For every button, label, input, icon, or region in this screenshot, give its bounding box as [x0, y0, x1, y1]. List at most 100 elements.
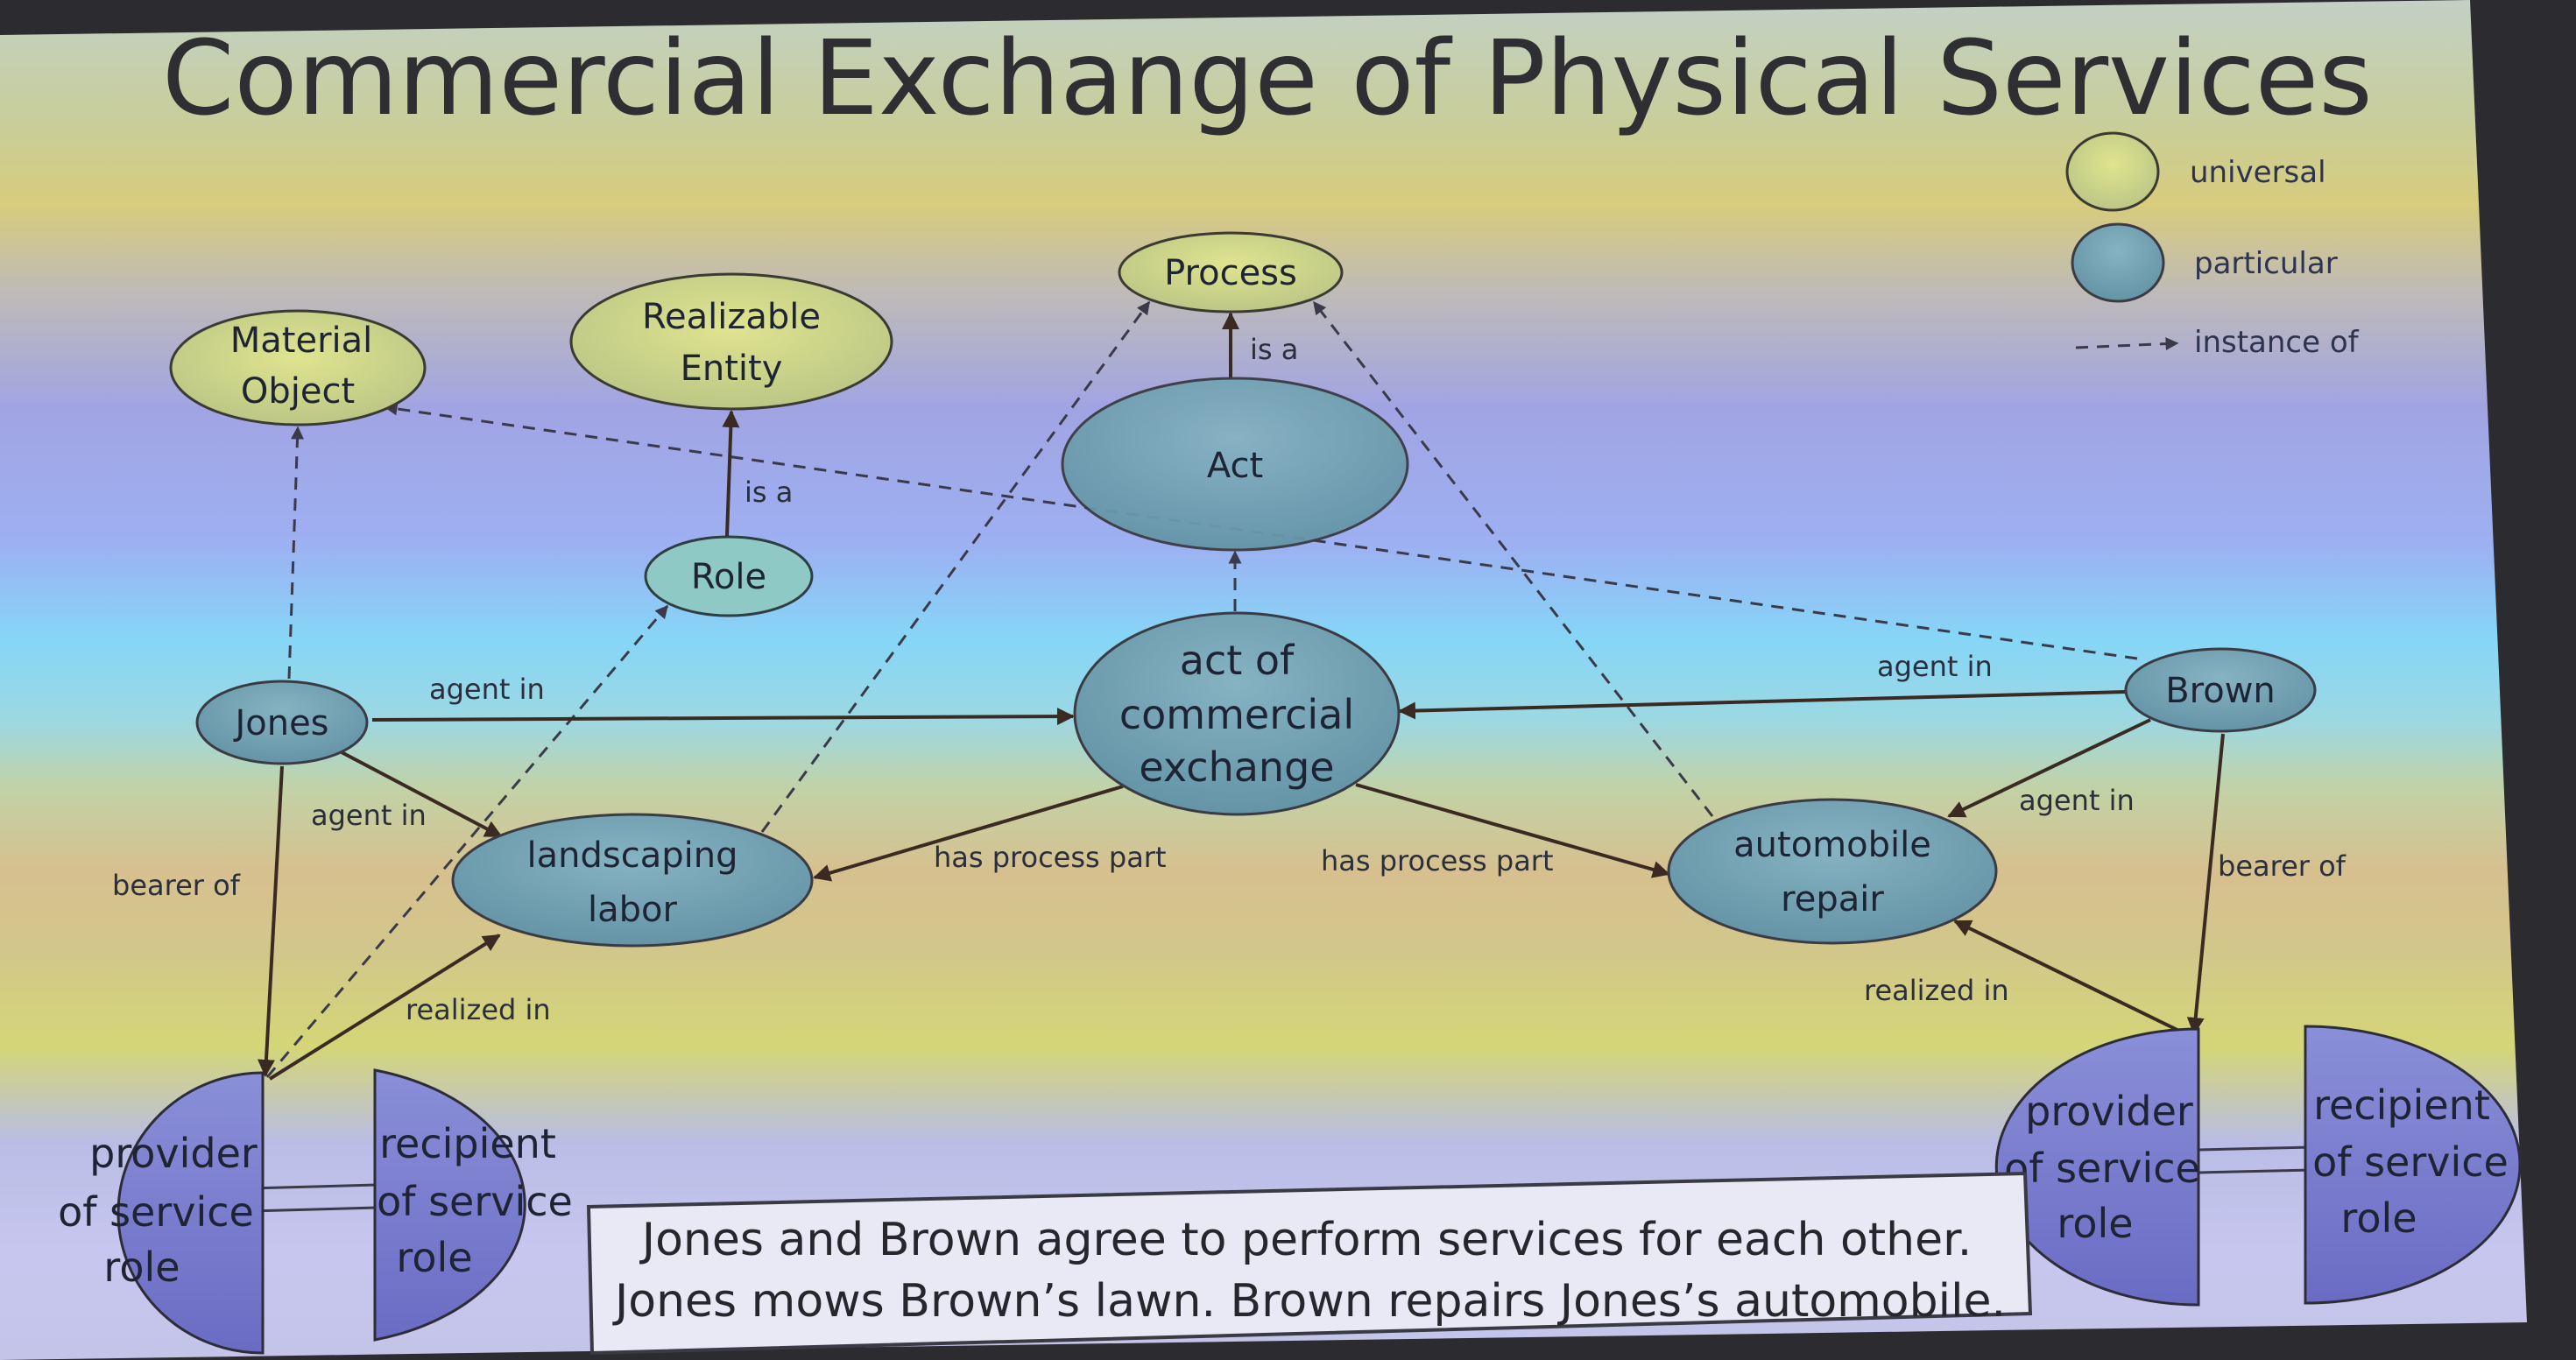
left-role-link-bottom — [249, 1206, 378, 1213]
label-jones-bearer-of: bearer of — [112, 869, 241, 902]
label-brown-bearer-of: bearer of — [2218, 849, 2347, 883]
right-role-pair: provider of service role recipient of se… — [1994, 1025, 2522, 1307]
node-material-object-shape — [169, 309, 427, 426]
node-brown-label: Brown — [2165, 671, 2276, 711]
label-exchange-part-repair: has process part — [1321, 844, 1554, 877]
node-right-recipient-role-label-1: recipient — [2313, 1082, 2490, 1129]
node-left-recipient-role-shape — [373, 1068, 526, 1342]
caption-box-frame — [586, 1171, 2033, 1356]
node-right-provider-role-shape — [1994, 1027, 2200, 1307]
legend: universal particular instance of — [2065, 131, 2360, 360]
node-act-shape — [1061, 377, 1409, 552]
node-role: Role — [644, 535, 814, 617]
node-automobile-repair-label-1: automobile — [1733, 825, 1931, 865]
node-process-shape — [1118, 231, 1344, 314]
node-left-provider-role-shape — [116, 1071, 265, 1355]
node-act-label: Act — [1207, 446, 1263, 486]
node-landscaping-labor-label-1: landscaping — [527, 835, 738, 876]
node-automobile-repair-label-2: repair — [1781, 879, 1884, 920]
edge-repair-instance-of-process — [1312, 300, 1714, 817]
legend-instance-of-line — [2075, 337, 2179, 351]
node-material-object: Material Object — [169, 309, 427, 426]
relation-edges — [257, 312, 2225, 1081]
edge-role-instance-of-role — [265, 604, 669, 1078]
left-role-link-top — [249, 1183, 378, 1190]
node-right-recipient-role-shape — [2304, 1025, 2522, 1305]
node-landscaping-labor: landscaping labor — [451, 813, 814, 948]
node-automobile-repair-shape — [1667, 798, 1998, 945]
node-jones-shape — [195, 680, 369, 765]
node-exchange-label-1: act of — [1180, 637, 1295, 684]
node-left-recipient-role-label-1: recipient — [379, 1120, 556, 1167]
label-brown-agent-in-repair: agent in — [2019, 784, 2135, 817]
label-jones-agent-in-exchange: agent in — [429, 673, 545, 706]
label-right-realized-in: realized in — [1864, 974, 2009, 1007]
node-landscaping-labor-shape — [451, 813, 814, 948]
node-role-label: Role — [691, 557, 766, 597]
node-jones-label: Jones — [232, 703, 328, 743]
node-right-recipient-role-label-3: role — [2340, 1194, 2417, 1242]
edge-jones-agent-in-labor — [339, 750, 503, 838]
node-jones: Jones — [195, 680, 369, 765]
edge-role-is-a-realizable-entity — [722, 410, 740, 537]
edge-brown-agent-in-repair — [1947, 718, 2151, 818]
label-left-realized-in: realized in — [406, 993, 551, 1026]
legend-particular-swatch — [2071, 222, 2165, 303]
node-act: Act — [1061, 377, 1409, 552]
node-right-provider-role-label-2: of service — [2004, 1145, 2200, 1192]
right-role-link-top — [2198, 1145, 2313, 1152]
node-realizable-entity-label-2: Entity — [681, 349, 783, 389]
label-is-a-role: is a — [745, 476, 793, 509]
node-process: Process — [1118, 231, 1344, 314]
caption-line-2: Jones mows Brown’s lawn. Brown repairs J… — [612, 1275, 2006, 1328]
edge-labor-instance-of-process — [760, 300, 1151, 833]
node-exchange-label-3: exchange — [1139, 743, 1334, 791]
legend-particular-label: particular — [2194, 246, 2338, 281]
label-brown-agent-in-exchange: agent in — [1877, 650, 1993, 683]
node-left-provider-role-label-3: role — [103, 1244, 180, 1291]
label-is-a-act: is a — [1250, 333, 1298, 366]
left-role-pair: provider of service role recipient of se… — [58, 1068, 573, 1355]
label-exchange-part-labor: has process part — [934, 841, 1167, 874]
node-realizable-entity-label-1: Realizable — [642, 297, 821, 337]
node-role-shape — [644, 535, 814, 617]
caption-box: Jones and Brown agree to perform service… — [586, 1171, 2033, 1356]
node-right-recipient-role-label-2: of service — [2312, 1138, 2509, 1186]
node-act-of-commercial-exchange-shape — [1073, 611, 1401, 816]
edge-exchange-part-labor — [813, 785, 1124, 882]
edge-brown-bearer-of — [2186, 733, 2225, 1035]
node-right-provider-role-label-1: provider — [2025, 1088, 2193, 1135]
edge-jones-agent-in-exchange — [371, 708, 1075, 726]
node-material-object-label-1: Material — [230, 321, 373, 361]
node-material-object-label-2: Object — [241, 371, 355, 412]
node-process-label: Process — [1164, 253, 1297, 293]
node-automobile-repair: automobile repair — [1667, 798, 1998, 945]
node-realizable-entity: Realizable Entity — [569, 272, 893, 411]
edge-left-realized-in — [268, 934, 501, 1081]
edge-labels: is a is a agent in agent in agent in age… — [112, 333, 2347, 1026]
node-left-provider-role-label-2: of service — [58, 1188, 254, 1236]
legend-universal-swatch — [2065, 131, 2160, 212]
label-jones-agent-in-labor: agent in — [311, 799, 427, 832]
edge-jones-bearer-of — [257, 765, 284, 1077]
node-left-provider-role-label-1: provider — [89, 1130, 258, 1177]
node-left-recipient-role-label-2: of service — [377, 1178, 573, 1225]
node-realizable-entity-shape — [569, 272, 893, 411]
node-brown: Brown — [2124, 647, 2317, 733]
edge-exchange-part-repair — [1355, 783, 1670, 878]
node-landscaping-labor-label-2: labor — [588, 890, 677, 930]
legend-instance-of-label: instance of — [2194, 325, 2360, 360]
edge-right-realized-in — [1953, 920, 2191, 1038]
legend-universal-label: universal — [2190, 155, 2326, 190]
node-left-recipient-role-label-3: role — [396, 1234, 472, 1281]
node-brown-shape — [2124, 647, 2317, 733]
node-exchange-label-2: commercial — [1119, 691, 1354, 738]
slide-title: Commercial Exchange of Physical Services — [162, 18, 2373, 138]
right-role-link-bottom — [2198, 1168, 2313, 1174]
edge-brown-agent-in-exchange — [1398, 690, 2128, 720]
caption-line-1: Jones and Brown agree to perform service… — [639, 1214, 1972, 1266]
node-right-provider-role-label-3: role — [2057, 1200, 2133, 1247]
node-act-of-commercial-exchange: act of commercial exchange — [1073, 611, 1401, 816]
